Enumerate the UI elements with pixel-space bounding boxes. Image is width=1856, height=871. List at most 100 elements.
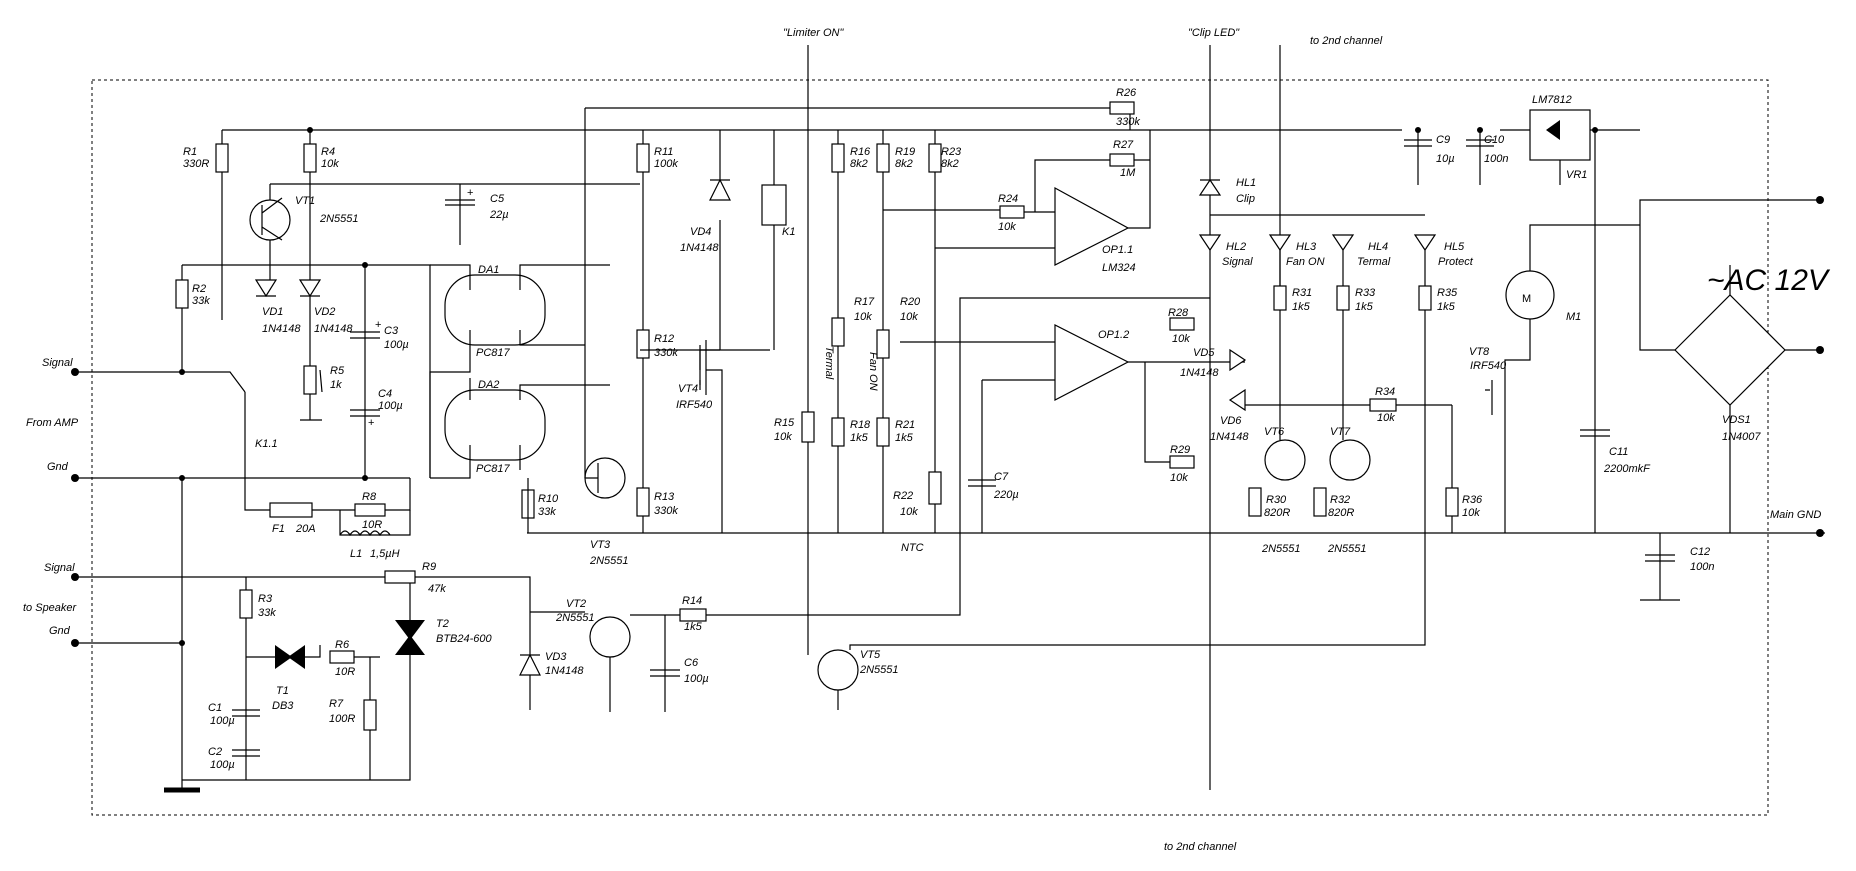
C4-value: 100µ bbox=[378, 400, 403, 412]
R23-name: R23 bbox=[941, 146, 962, 158]
R36-value: 10k bbox=[1462, 507, 1480, 519]
L1-name: L1 bbox=[350, 548, 362, 560]
C4-name: C4 bbox=[378, 388, 392, 400]
R29-name: R29 bbox=[1170, 444, 1190, 456]
R15-value: 10k bbox=[774, 431, 792, 443]
R20-name: R20 bbox=[900, 296, 921, 308]
R24-name: R24 bbox=[998, 193, 1018, 205]
R16-value: 8k2 bbox=[850, 158, 868, 170]
R32-value: 820R bbox=[1328, 507, 1354, 519]
K1_1-name: K1.1 bbox=[255, 438, 278, 450]
C3-name: C3 bbox=[384, 325, 399, 337]
HL1-name: HL1 bbox=[1236, 177, 1256, 189]
R6-name: R6 bbox=[335, 639, 350, 651]
VT4-value: IRF540 bbox=[676, 399, 713, 411]
VT2-value: 2N5551 bbox=[555, 612, 595, 624]
C1-value: 100µ bbox=[210, 715, 235, 727]
R11-value: 100k bbox=[654, 158, 678, 170]
C12-value: 100n bbox=[1690, 561, 1714, 573]
T1-value: DB3 bbox=[272, 700, 294, 712]
R8-value: 10R bbox=[362, 519, 382, 531]
R35-value: 1k5 bbox=[1437, 301, 1456, 313]
HL5-value: Protect bbox=[1438, 256, 1474, 268]
VDS1-name: VDS1 bbox=[1722, 414, 1751, 426]
F1-value: 20A bbox=[295, 523, 316, 535]
R19-value: 8k2 bbox=[895, 158, 913, 170]
R1-value: 330R bbox=[183, 158, 209, 170]
R12-value: 330k bbox=[654, 347, 678, 359]
R34-value: 10k bbox=[1377, 412, 1395, 424]
R19-name: R19 bbox=[895, 146, 915, 158]
R26-name: R26 bbox=[1116, 87, 1137, 99]
gnd-in-label: Gnd bbox=[47, 461, 69, 473]
VD2-value: 1N4148 bbox=[314, 323, 353, 335]
clip-led-label: "Clip LED" bbox=[1188, 27, 1240, 39]
R30-name: R30 bbox=[1266, 494, 1287, 506]
R26-value: 330k bbox=[1116, 116, 1140, 128]
R22-value: 10k bbox=[900, 506, 918, 518]
R14-name: R14 bbox=[682, 595, 702, 607]
C1-name: C1 bbox=[208, 702, 222, 714]
HL2-name: HL2 bbox=[1226, 241, 1246, 253]
R16-name: R16 bbox=[850, 146, 871, 158]
C2-name: C2 bbox=[208, 746, 222, 758]
VD3-name: VD3 bbox=[545, 651, 567, 663]
R11-name: R11 bbox=[654, 146, 673, 158]
R13-value: 330k bbox=[654, 505, 678, 517]
C6-name: C6 bbox=[684, 657, 699, 669]
to-2nd-channel-bottom-label: to 2nd channel bbox=[1164, 841, 1237, 853]
R27-name: R27 bbox=[1113, 139, 1134, 151]
termal-pot-label: Termal bbox=[823, 346, 835, 380]
svg-text:+: + bbox=[368, 417, 374, 429]
R30-value: 820R bbox=[1264, 507, 1290, 519]
R2-value: 33k bbox=[192, 295, 210, 307]
DA2-value: PC817 bbox=[476, 463, 511, 475]
C9-name: C9 bbox=[1436, 134, 1450, 146]
R10-value: 33k bbox=[538, 506, 556, 518]
VT8-name: VT8 bbox=[1469, 346, 1490, 358]
R21-value: 1k5 bbox=[895, 432, 914, 444]
L1-value: 1,5µH bbox=[370, 548, 400, 560]
VT4-name: VT4 bbox=[678, 383, 698, 395]
VR1-name: VR1 bbox=[1566, 169, 1587, 181]
C6-value: 100µ bbox=[684, 673, 709, 685]
VT1-value: 2N5551 bbox=[319, 213, 359, 225]
VD3-value: 1N4148 bbox=[545, 665, 584, 677]
F1-name: F1 bbox=[272, 523, 285, 535]
VD4-value: 1N4148 bbox=[680, 242, 719, 254]
to-speaker-label: to Speaker bbox=[23, 602, 78, 614]
VD5-name: VD5 bbox=[1193, 347, 1215, 359]
from-amp-label: From AMP bbox=[26, 417, 79, 429]
C10-name: C10 bbox=[1484, 134, 1505, 146]
VD6-value: 1N4148 bbox=[1210, 431, 1249, 443]
limiter-on-label: "Limiter ON" bbox=[783, 27, 844, 39]
R6-value: 10R bbox=[335, 666, 355, 678]
R32-name: R32 bbox=[1330, 494, 1350, 506]
T2-value: BTB24-600 bbox=[436, 633, 493, 645]
R28-value: 10k bbox=[1172, 333, 1190, 345]
R3-name: R3 bbox=[258, 593, 273, 605]
C9-value: 10µ bbox=[1436, 153, 1455, 165]
R23-value: 8k2 bbox=[941, 158, 959, 170]
R33-value: 1k5 bbox=[1355, 301, 1374, 313]
R2-name: R2 bbox=[192, 283, 206, 295]
HL5-name: HL5 bbox=[1444, 241, 1465, 253]
svg-text:+: + bbox=[375, 319, 381, 331]
C12-name: C12 bbox=[1690, 546, 1710, 558]
R12-name: R12 bbox=[654, 333, 674, 345]
R31-value: 1k5 bbox=[1292, 301, 1311, 313]
signal-in-label: Signal bbox=[42, 357, 73, 369]
gnd-out-label: Gnd bbox=[49, 625, 71, 637]
VT7-name: VT7 bbox=[1330, 426, 1351, 438]
fan-on-pot-label: Fan ON bbox=[867, 352, 879, 391]
svg-text:+: + bbox=[467, 187, 473, 199]
VD4-name: VD4 bbox=[690, 226, 711, 238]
C7-name: C7 bbox=[994, 471, 1009, 483]
R35-name: R35 bbox=[1437, 287, 1458, 299]
R22-name: R22 bbox=[893, 490, 913, 502]
C10-value: 100n bbox=[1484, 153, 1508, 165]
HL2-value: Signal bbox=[1222, 256, 1253, 268]
R4-name: R4 bbox=[321, 146, 335, 158]
R13-name: R13 bbox=[654, 491, 675, 503]
C5-name: C5 bbox=[490, 193, 505, 205]
